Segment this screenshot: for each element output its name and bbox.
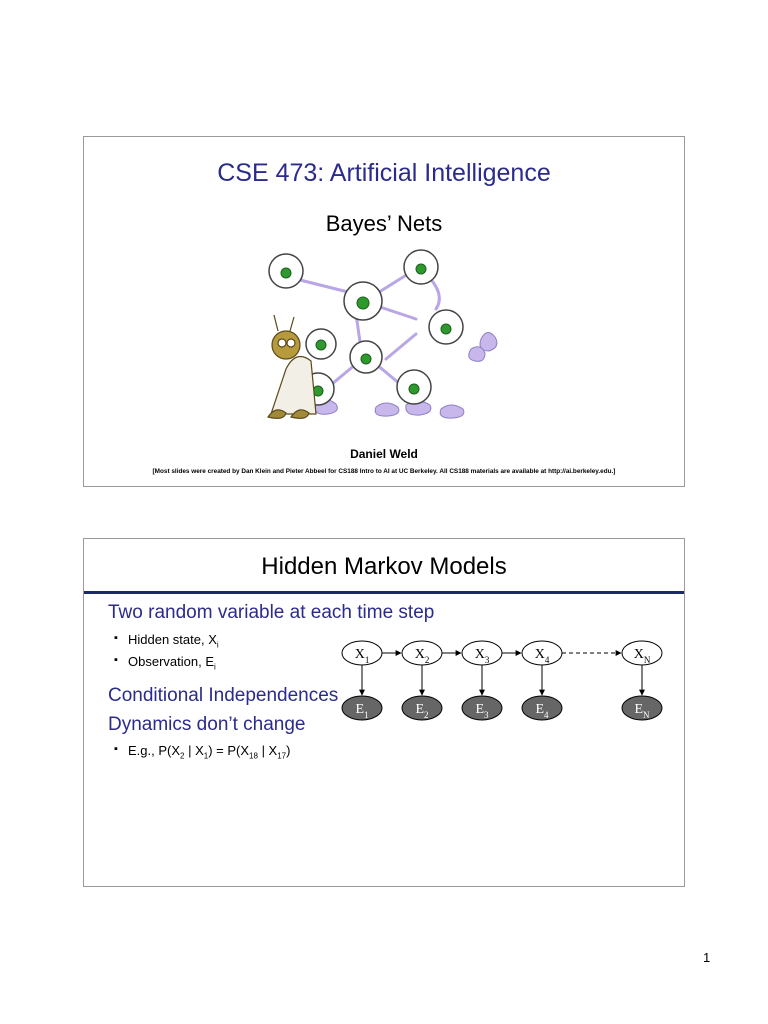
slide-1-title: CSE 473: Artificial Intelligence xyxy=(217,159,551,187)
heading-dynamics: Dynamics don’t change xyxy=(108,714,306,735)
heading-conditional-independences: Conditional Independences xyxy=(108,685,339,706)
slide-1: CSE 473: Artificial Intelligence Bayes’ … xyxy=(83,136,685,487)
evidence-node xyxy=(341,695,383,721)
hidden-state-node xyxy=(461,640,503,666)
evidence-node xyxy=(461,695,503,721)
hidden-state-label: X4 xyxy=(535,647,550,665)
hidden-state-label: X1 xyxy=(355,647,370,665)
evidence-label: E3 xyxy=(475,702,489,720)
hidden-state-node xyxy=(341,640,383,666)
hidden-state-node xyxy=(401,640,443,666)
evidence-label: EN xyxy=(634,702,650,720)
evidence-label: E4 xyxy=(535,702,549,720)
title-underline xyxy=(84,591,684,594)
slide-1-author: Daniel Weld xyxy=(350,447,418,461)
heading-random-variables: Two random variable at each time step xyxy=(108,602,435,623)
hidden-state-label: X3 xyxy=(475,647,490,665)
evidence-node xyxy=(401,695,443,721)
hidden-state-label: XN xyxy=(634,647,651,665)
page-number: 1 xyxy=(703,950,711,965)
hidden-state-label: X2 xyxy=(415,647,430,665)
hidden-state-node xyxy=(621,640,663,666)
bayes-net-robots-illustration xyxy=(267,249,498,419)
evidence-label: E1 xyxy=(355,702,368,720)
slide-2-title: Hidden Markov Models xyxy=(261,553,507,580)
evidence-node xyxy=(521,695,563,721)
evidence-node xyxy=(621,695,663,721)
slide-1-credits: [Most slides were created by Dan Klein a… xyxy=(152,468,616,475)
bullet-example: E.g., P(X2 | X1) = P(X18 | X17) xyxy=(114,743,291,761)
slide-2: Hidden Markov Models Two random variable… xyxy=(83,538,685,887)
slide-1-subtitle: Bayes’ Nets xyxy=(325,211,443,236)
bullet-observation: Observation, Ei xyxy=(114,654,216,672)
hmm-diagram: X1 X2 X3 X4 XN E1 E2 E3 E4 EN xyxy=(341,640,663,721)
bullet-hidden-state: Hidden state, Xi xyxy=(114,632,219,650)
hidden-state-node xyxy=(521,640,563,666)
evidence-label: E2 xyxy=(415,702,428,720)
